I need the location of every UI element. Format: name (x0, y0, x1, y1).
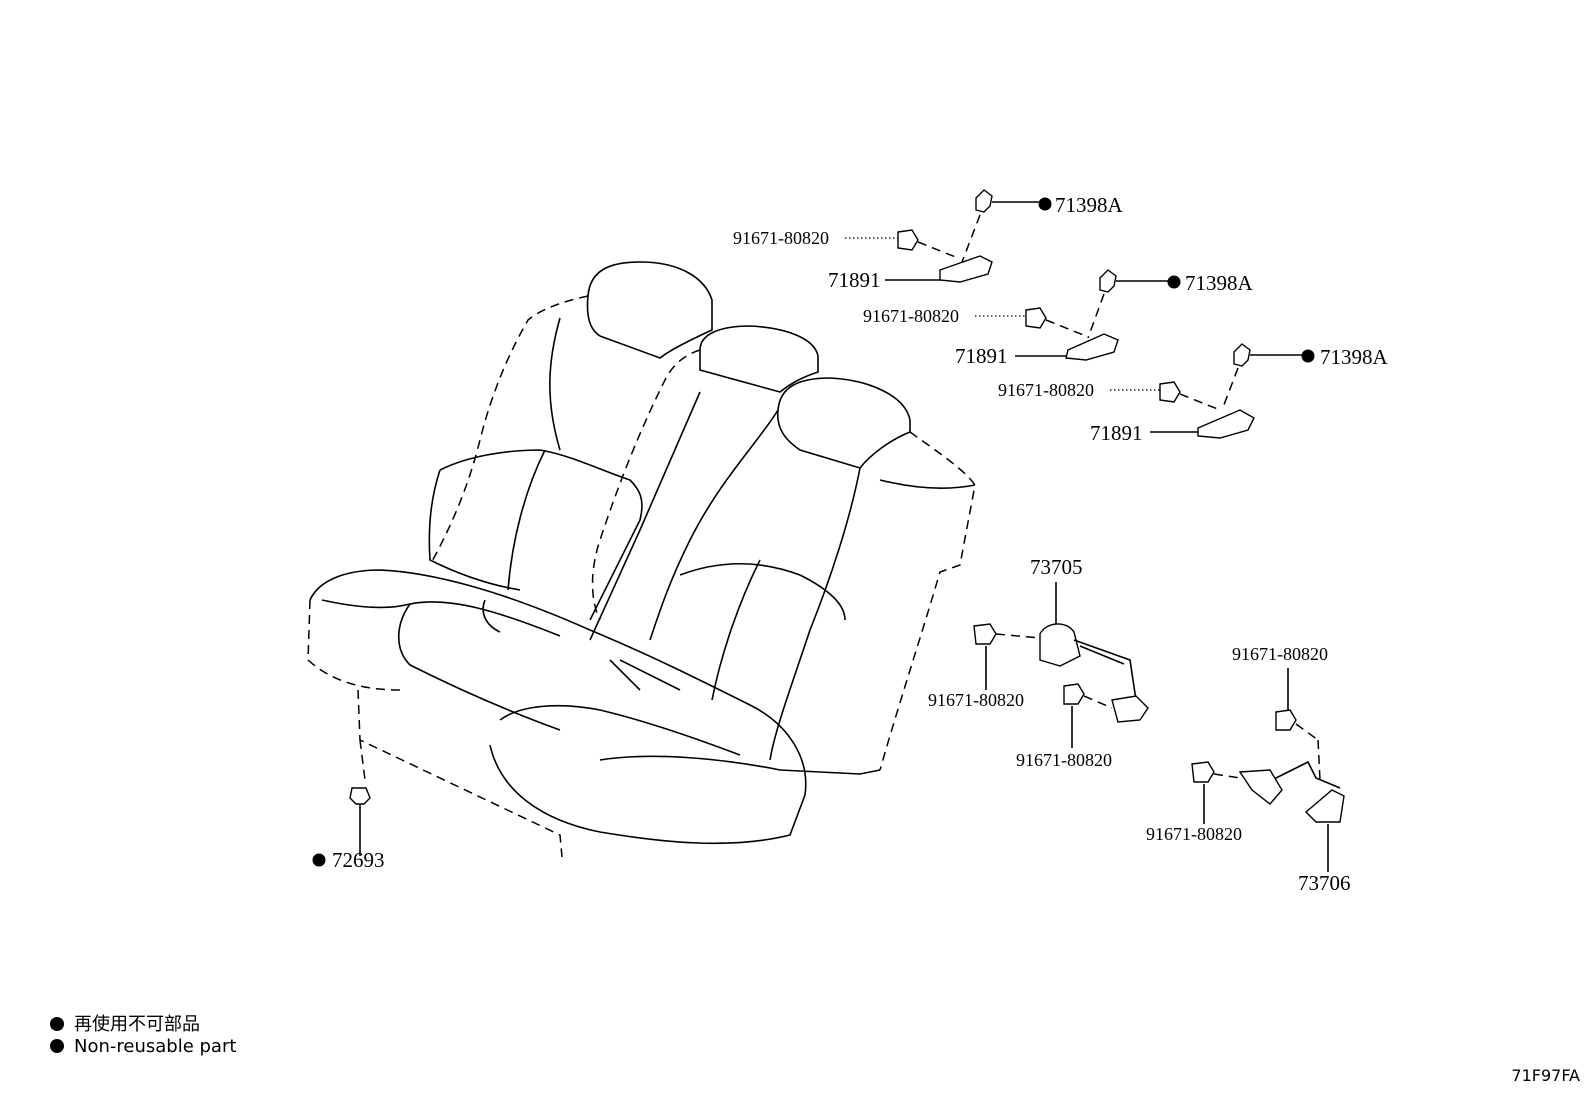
callout-73705: 73705 (1030, 555, 1083, 579)
non-reusable-marker (1301, 349, 1315, 363)
callout-72693: 72693 (332, 848, 385, 872)
callout-71891-3: 71891 (1090, 421, 1143, 445)
callout-73706: 73706 (1298, 871, 1351, 895)
callout-71398a-1: 71398A (1055, 193, 1124, 217)
callout-91671-80820-5: 91671-80820 (1016, 750, 1112, 770)
callout-91671-80820-2: 91671-80820 (863, 306, 959, 326)
callout-71398a-2: 71398A (1185, 271, 1254, 295)
callout-91671-80820-7: 91671-80820 (1146, 824, 1242, 844)
callout-91671-80820-1: 91671-80820 (733, 228, 829, 248)
non-reusable-marker (312, 853, 326, 867)
callout-71891-2: 71891 (955, 344, 1008, 368)
legend-text-ja: 再使用不可部品 (74, 1014, 200, 1035)
clip-72693-part: 72693 (312, 787, 385, 872)
legend-text-en: Non-reusable part (74, 1036, 237, 1057)
legend-line-japanese: 再使用不可部品 (50, 1010, 200, 1036)
legend-line-english: Non-reusable part (50, 1036, 236, 1057)
hook-group-1: 71398A 71891 91671-80820 (733, 189, 1124, 292)
non-reusable-marker (1167, 275, 1181, 289)
rear-seat-assembly (307, 261, 976, 858)
non-reusable-marker (50, 1039, 64, 1053)
non-reusable-marker (50, 1017, 64, 1031)
diagram-code: 71F97FA (1511, 1066, 1580, 1085)
non-reusable-marker (1038, 197, 1052, 211)
hinge-73706-group: 91671-80820 91671-80820 73706 (1146, 644, 1351, 895)
hinge-73705-group: 73705 91671-80820 91671-80820 (928, 555, 1149, 770)
callout-91671-80820-3: 91671-80820 (998, 380, 1094, 400)
hook-group-3: 71398A 71891 91671-80820 (998, 343, 1389, 445)
callout-91671-80820-6: 91671-80820 (1232, 644, 1328, 664)
callout-91671-80820-4: 91671-80820 (928, 690, 1024, 710)
hook-group-2: 71398A 71891 91671-80820 (863, 269, 1254, 368)
callout-71398a-3: 71398A (1320, 345, 1389, 369)
callout-71891-1: 71891 (828, 268, 881, 292)
